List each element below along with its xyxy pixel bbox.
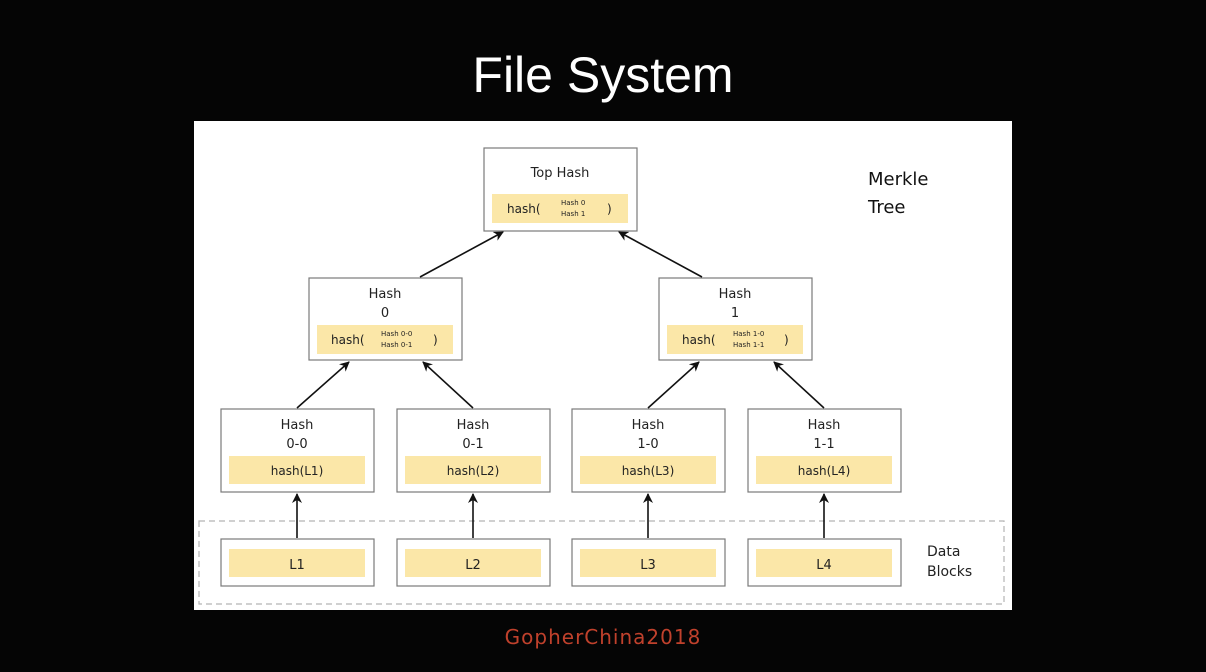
node-title: Hash [632,418,665,433]
block-label: L3 [640,558,656,573]
block-label: L1 [289,558,305,573]
hash-arg: Hash 1-0 [733,330,764,338]
block-label: L4 [816,558,832,573]
node-title: 1-1 [813,437,834,452]
block-l3: L3 [571,538,726,587]
hash-fn: hash(L2) [447,464,500,478]
node-hash-0-0: Hash 0-0 hash(L1) [220,408,375,493]
arrow-hash11-to-hash1 [773,361,825,409]
merkle-tree-diagram: Top Hash hash( Hash 0 Hash 1 ) Merkle Tr… [194,121,1012,610]
slide-title: File System [472,47,734,103]
block-l1: L1 [220,538,375,587]
block-label: L2 [465,558,481,573]
node-top-hash: Top Hash hash( Hash 0 Hash 1 ) [483,147,638,232]
node-title: 0-0 [286,437,307,452]
hash-fn: hash( [507,202,541,216]
hash-arg: Hash 0 [561,199,585,207]
footer-brand: GopherChina2018 [504,625,702,649]
hash-fn: hash(L3) [622,464,675,478]
data-blocks-label: Data [927,544,960,560]
node-hash-1: Hash 1 hash( Hash 1-0 Hash 1-1 ) [658,277,813,361]
node-hash-1-0: Hash 1-0 hash(L3) [571,408,726,493]
node-title: Hash [457,418,490,433]
node-title: Top Hash [530,166,590,181]
node-hash-1-1: Hash 1-1 hash(L4) [747,408,902,493]
arrow-hash0-to-top [419,231,504,278]
hash-arg: Hash 0-1 [381,341,412,349]
merkle-tree-label: Tree [867,197,906,218]
node-hash-0-1: Hash 0-1 hash(L2) [396,408,551,493]
block-l4: L4 [747,538,902,587]
hash-fn: hash(L4) [798,464,851,478]
node-title: 1-0 [637,437,658,452]
hash-fn: hash(L1) [271,464,324,478]
arrow-hash10-to-hash1 [647,361,700,409]
hash-close: ) [784,333,789,347]
node-title: 0 [381,306,389,321]
node-title: Hash [281,418,314,433]
node-title: Hash [808,418,841,433]
hash-arg: Hash 1-1 [733,341,764,349]
block-l2: L2 [396,538,551,587]
data-blocks-container [198,520,1005,605]
node-title: 1 [731,306,739,321]
node-title: Hash [719,287,752,302]
hash-fn: hash( [682,333,716,347]
merkle-tree-label: Merkle [868,169,929,190]
arrow-hash00-to-hash0 [296,361,350,409]
hash-arg: Hash 1 [561,210,585,218]
hash-close: ) [607,202,612,216]
data-blocks-label: Blocks [927,564,972,580]
arrow-hash01-to-hash0 [422,361,474,409]
node-title: Hash [369,287,402,302]
node-title: 0-1 [462,437,483,452]
node-hash-0: Hash 0 hash( Hash 0-0 Hash 0-1 ) [308,277,463,361]
hash-arg: Hash 0-0 [381,330,412,338]
hash-close: ) [433,333,438,347]
diagram-canvas: Top Hash hash( Hash 0 Hash 1 ) Merkle Tr… [198,147,1005,605]
hash-fn: hash( [331,333,365,347]
arrow-hash1-to-top [618,231,703,278]
